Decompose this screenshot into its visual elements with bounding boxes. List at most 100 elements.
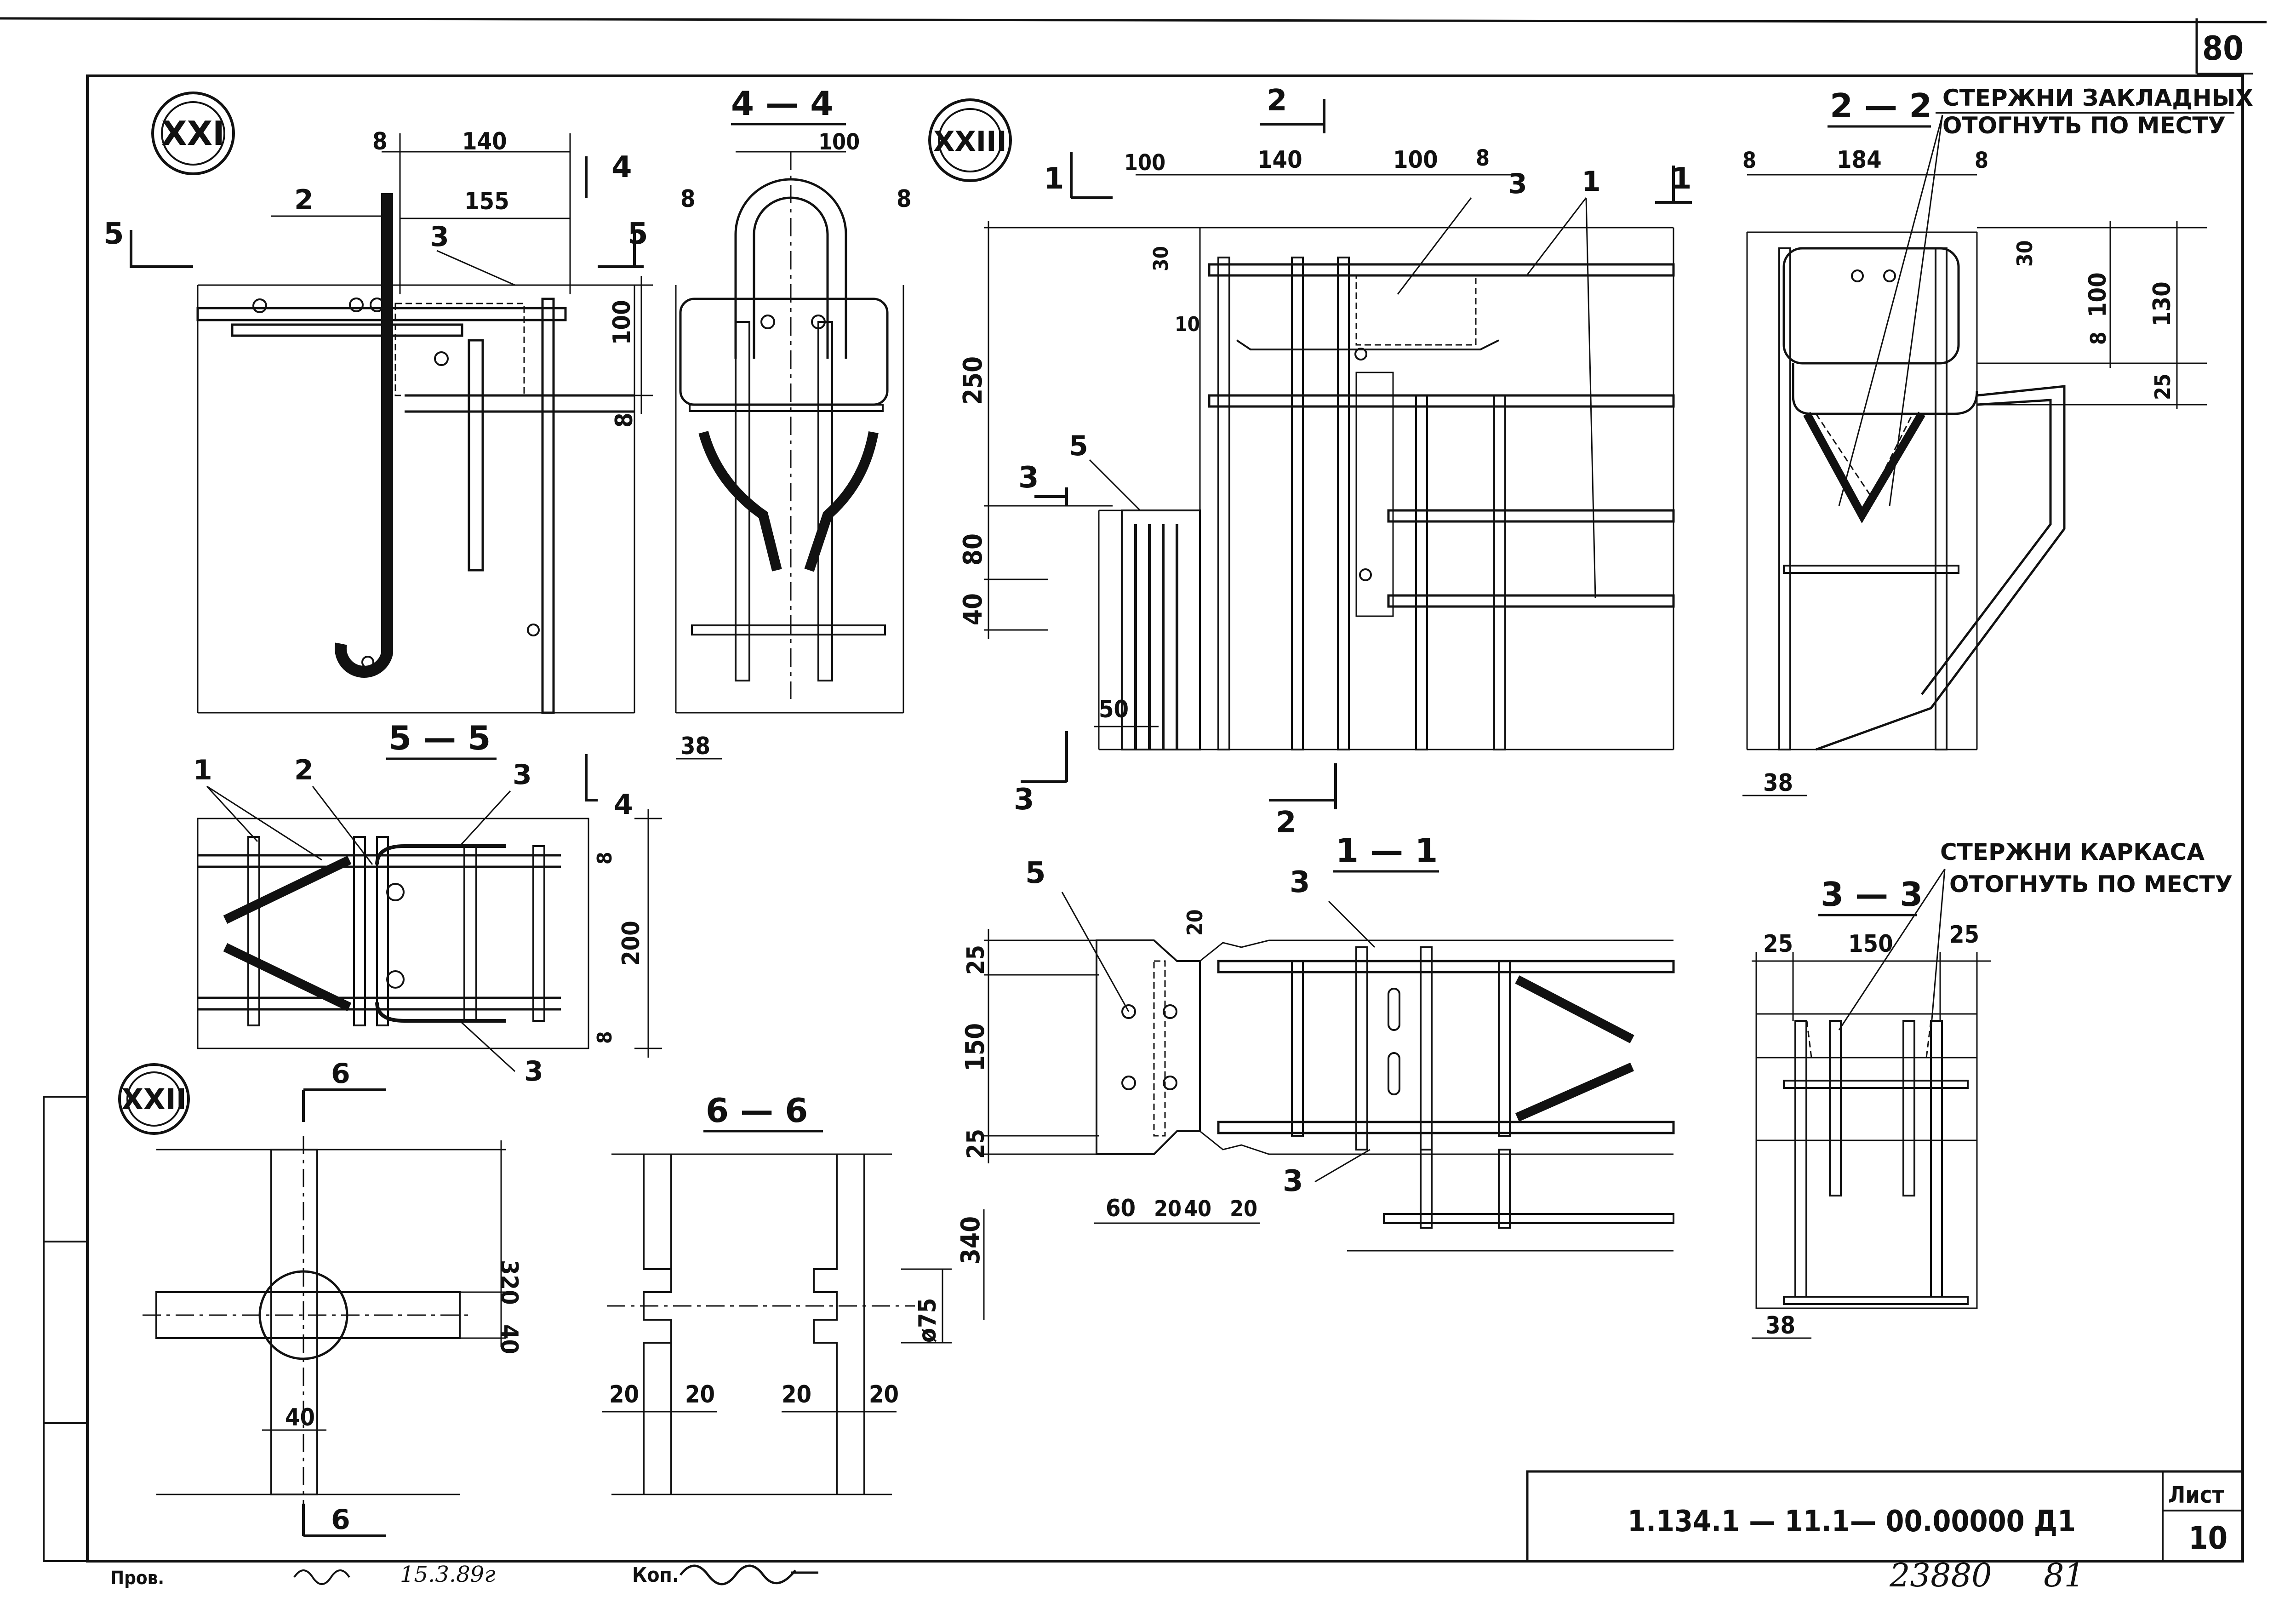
- section-6-6: 6 — 6 ø75 20 20 20 20: [602, 1091, 952, 1495]
- note-embedded-line2: ОТОГНУТЬ ПО МЕСТУ: [1942, 112, 2226, 139]
- dim-xxiii-30: 30: [1149, 246, 1173, 271]
- node-xxii: XXII 320 40 40 6 6: [118, 1058, 523, 1537]
- dim-55-8-bottom: 8: [593, 1031, 617, 1044]
- section-1-1: 1 — 1 25 150 25 340 20: [956, 831, 1675, 1320]
- dim-22-8-left: 8: [1742, 148, 1756, 173]
- pos-11-5: 5: [1025, 856, 1046, 890]
- dim-xxi-155: 155: [464, 188, 509, 215]
- mark-xxiii-1-left: 1: [1044, 162, 1064, 196]
- section-5-5: 5 — 5 200 8 8 1 2 3 3 4: [193, 719, 662, 1088]
- mark-xxi-5-left: 5: [103, 217, 124, 251]
- pos-xxi-3: 3: [430, 221, 449, 253]
- dim-xxiii-140: 140: [1257, 146, 1302, 174]
- dim-33-25-left: 25: [1763, 930, 1793, 958]
- dim-xxiii-100-a: 100: [1124, 150, 1165, 176]
- pos-xxiii-1: 1: [1582, 166, 1601, 198]
- pos-55-3-bottom: 3: [524, 1055, 543, 1088]
- mark-xxiii-3-bottom: 3: [1014, 783, 1034, 817]
- dim-44-8-right: 8: [897, 185, 912, 213]
- section-2-2: 2 — 2 СТЕРЖНИ ЗАКЛАДНЫХ ОТОГНУТЬ ПО МЕСТ…: [1742, 85, 2253, 797]
- pos-xxiii-5: 5: [1069, 430, 1088, 462]
- dim-xxiii-250: 250: [958, 356, 988, 405]
- node-xxii-label: XXII: [121, 1082, 187, 1116]
- node-xxii-mark-inner: [126, 1071, 182, 1127]
- handwritten-number: 23880: [1889, 1557, 1992, 1594]
- title-section-6-6: 6 — 6: [706, 1091, 808, 1130]
- checked-label: Пров.: [110, 1568, 164, 1589]
- dim-11-25-bottom: 25: [962, 1129, 990, 1159]
- dim-11-20-a: 20: [1154, 1196, 1182, 1222]
- dim-22-130: 130: [2148, 281, 2176, 326]
- dim-22-8: 8: [2086, 332, 2111, 345]
- dim-xxiii-100-b: 100: [1393, 146, 1438, 174]
- dim-22-8-right: 8: [1975, 148, 1988, 173]
- dim-11-25-top: 25: [962, 945, 990, 975]
- dim-66-20-b: 20: [685, 1381, 715, 1408]
- title-section-3-3: 3 — 3: [1821, 875, 1923, 914]
- copier-signature: [680, 1564, 818, 1586]
- dim-33-150: 150: [1848, 930, 1893, 958]
- checker-signature: [293, 1569, 350, 1585]
- pos-55-2: 2: [294, 754, 314, 786]
- mark-xxii-6-bottom: 6: [331, 1504, 350, 1536]
- pos-55-3-top: 3: [513, 759, 532, 791]
- pos-55-1: 1: [193, 754, 212, 786]
- dim-22-30: 30: [2012, 240, 2037, 267]
- pos-11-3-bottom: 3: [1283, 1164, 1303, 1198]
- node-xxiii-mark-outer: [928, 98, 1012, 182]
- dim-33-38: 38: [1765, 1312, 1795, 1339]
- note-embedded-line1: СТЕРЖНИ ЗАКЛАДНЫХ: [1942, 85, 2253, 111]
- node-xxiii-label: XXIII: [933, 126, 1007, 158]
- dim-11-20-top: 20: [1182, 909, 1207, 936]
- dim-55-8-top: 8: [593, 852, 617, 864]
- title-section-2-2: 2 — 2: [1830, 86, 1932, 125]
- page-number: 80: [2202, 29, 2244, 68]
- section-3-3: СТЕРЖНИ КАРКАСА ОТОГНУТЬ ПО МЕСТУ 3 — 3 …: [1752, 839, 2233, 1339]
- dim-xxiii-8: 8: [1476, 145, 1490, 171]
- title-section-4-4: 4 — 4: [731, 84, 833, 123]
- dim-11-150: 150: [960, 1023, 990, 1071]
- node-xxi-mark-outer: [151, 92, 235, 175]
- mark-xxiii-2-bottom: 2: [1276, 806, 1296, 840]
- mark-55-4: 4: [614, 789, 633, 821]
- mark-xxi-4: 4: [611, 150, 632, 184]
- dim-22-38: 38: [1763, 769, 1793, 797]
- dim-66-20-a: 20: [609, 1381, 639, 1408]
- checked-date: 15.3.89г: [400, 1562, 495, 1587]
- node-xxiii-mark-inner: [938, 108, 1002, 172]
- dim-11-340: 340: [956, 1216, 986, 1265]
- doc-code: 1.134.1 — 11.1— 00.00000 Д1: [1628, 1505, 2076, 1539]
- dim-xxiii-50: 50: [1099, 696, 1129, 723]
- dim-22-100: 100: [2084, 272, 2112, 317]
- dim-xxiii-10: 10: [1175, 313, 1200, 336]
- title-section-1-1: 1 — 1: [1336, 831, 1438, 870]
- node-xxi-mark-inner: [161, 101, 225, 166]
- pos-11-3-top: 3: [1290, 865, 1310, 899]
- node-xxi-label: XXI: [161, 114, 225, 153]
- mark-xxiii-1-right: 1: [1671, 162, 1692, 196]
- dim-xxii-40-h: 40: [285, 1404, 315, 1431]
- dim-xxi-140: 140: [462, 128, 507, 155]
- sheet-number: 10: [2188, 1520, 2227, 1557]
- dim-xxi-8: 8: [372, 128, 388, 155]
- dim-11-60: 60: [1106, 1195, 1136, 1222]
- dim-22-184: 184: [1837, 146, 1882, 174]
- node-xxi: XXI 8 140 155 100: [103, 92, 653, 714]
- section-4-4: 4 — 4 100 8 8 38: [675, 84, 912, 760]
- dim-22-25: 25: [2150, 373, 2175, 400]
- mark-xxiii-2-top: 2: [1267, 84, 1287, 118]
- title-section-5-5: 5 — 5: [388, 719, 491, 757]
- sheet-label: Лист: [2168, 1482, 2224, 1508]
- dim-66-phi75: ø75: [914, 1298, 942, 1343]
- note-frame-line1: СТЕРЖНИ КАРКАСА: [1940, 839, 2205, 865]
- node-xxiii: XXIII 100 140 10: [928, 84, 1692, 840]
- sheet-frame: [0, 17, 2267, 1563]
- dim-11-40: 40: [1184, 1196, 1211, 1222]
- dim-44-100: 100: [818, 129, 860, 155]
- handwritten-sheet: 81: [2044, 1557, 2085, 1594]
- dim-55-200: 200: [617, 921, 645, 966]
- dim-xxii-320: 320: [495, 1260, 523, 1305]
- dim-xxi-100: 100: [608, 300, 636, 345]
- dim-xxiii-40: 40: [958, 593, 988, 625]
